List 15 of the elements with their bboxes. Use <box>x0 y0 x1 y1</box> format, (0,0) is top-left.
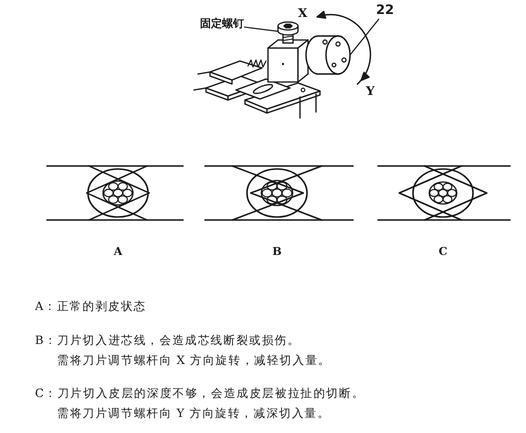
leader-line <box>244 26 278 32</box>
callout-label: 固定螺钉 <box>200 18 244 31</box>
direction-label: Y <box>366 85 375 99</box>
figure-label: B <box>272 246 282 259</box>
screw <box>277 21 299 44</box>
note-text: B：刀片切入进芯线，会造成芯线断裂或损伤。 <box>35 334 300 348</box>
note-text: C：刀片切入皮层的深度不够，会造成皮层被拉扯的切断。 <box>35 387 365 400</box>
callout-number: 22 <box>376 4 394 19</box>
note-text: 需将刀片调节螺杆向 X 方向旋转，减轻切入量。 <box>57 354 331 368</box>
figure-label: A <box>114 246 122 259</box>
leader-line <box>350 18 380 56</box>
note-text: A：正常的剥皮状态 <box>35 300 147 314</box>
direction-label: X <box>298 7 308 21</box>
note-text: 需将刀片调节螺杆向 Y 方向旋转，减深切入量。 <box>57 407 330 420</box>
figure-label: C <box>438 246 448 259</box>
